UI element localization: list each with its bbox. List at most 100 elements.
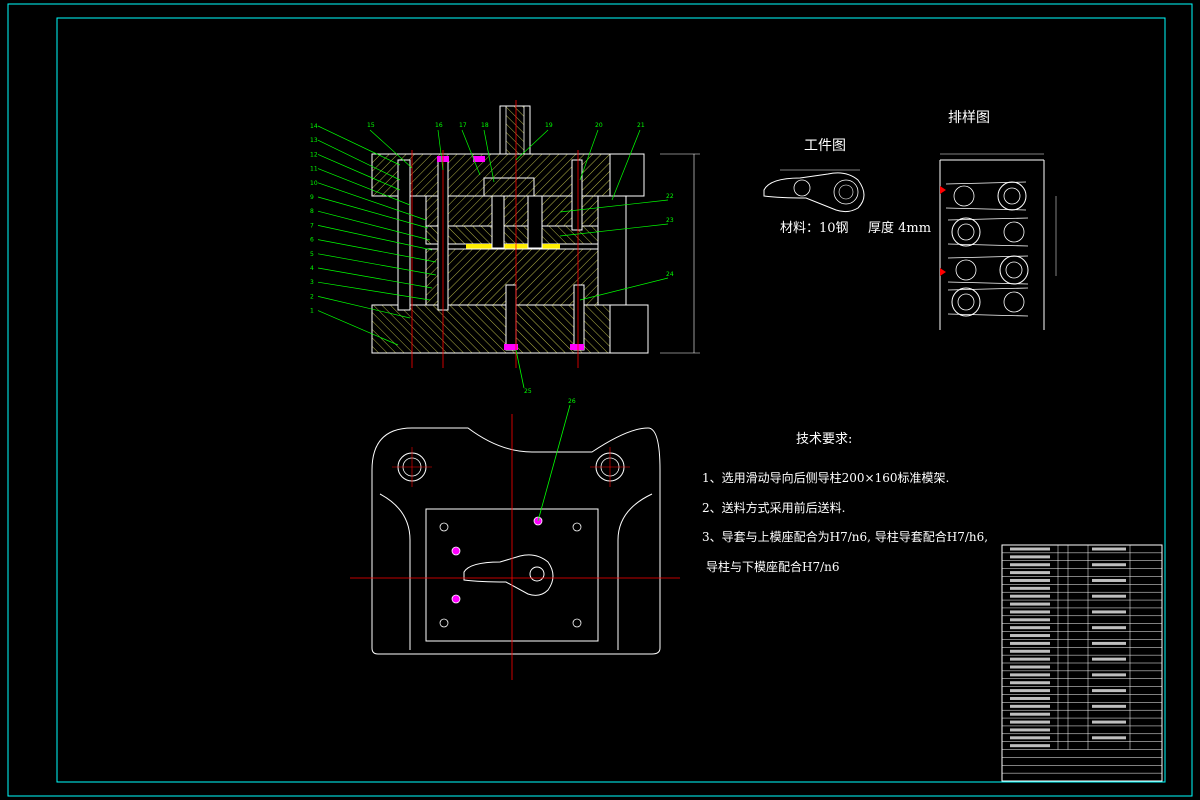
strip-part-0-hole-a — [997, 181, 1027, 211]
leader-left-5 — [317, 253, 437, 276]
bom-cell-text — [1092, 673, 1126, 677]
punch-head — [483, 177, 535, 197]
screw-hole-3 — [439, 618, 449, 628]
balloon-top-16: 16 — [435, 122, 443, 129]
punch-right — [527, 195, 543, 249]
bolt-head-3 — [504, 344, 518, 350]
bom-cell-text — [1010, 665, 1050, 669]
bom-cell-text — [1010, 704, 1050, 708]
strip-part-2-hole-a-inner — [1005, 261, 1023, 279]
shank-core — [505, 105, 525, 155]
tech-title: 技术要求: — [796, 432, 852, 447]
die-opening — [463, 554, 554, 596]
bom-cell-text — [1010, 681, 1050, 685]
tech-req-3: 3、导套与上模座配合为H7/n6, 导柱导套配合H7/h6, — [702, 529, 988, 544]
inner-frame — [56, 17, 1166, 783]
bom-cell-text — [1010, 720, 1050, 724]
bom-cell-text — [1092, 594, 1126, 598]
bom-cell-text — [1010, 712, 1050, 716]
leader-top-18 — [483, 129, 495, 183]
leader-top-15 — [369, 129, 413, 169]
seat-inner-contour — [379, 493, 653, 650]
balloon-left-13: 13 — [310, 137, 318, 144]
bom-cell-text — [1092, 547, 1126, 551]
leader-group-right: 22 23 24 — [559, 193, 674, 301]
lower-seat-step — [609, 304, 649, 354]
balloon-left-12: 12 — [310, 151, 318, 158]
bolt-head-4 — [570, 344, 584, 350]
workpiece-large-hole — [833, 179, 859, 205]
leader-plan — [537, 404, 571, 522]
leader-left-7 — [317, 225, 433, 251]
bom-rows — [1002, 545, 1162, 774]
tech-req-3b: 导柱与下模座配合H7/n6 — [706, 559, 840, 574]
bom-cell-text — [1010, 563, 1050, 567]
screw-right-upper — [571, 159, 583, 231]
strip-part-2-hole-a — [999, 255, 1029, 285]
balloon-left-8: 8 — [310, 208, 314, 215]
strip-part-2-hole-b — [955, 259, 977, 281]
bom-cell-text — [1010, 696, 1050, 700]
balloon-left-14: 14 — [310, 123, 318, 130]
balloon-top-17: 17 — [459, 122, 467, 129]
bom-cell-text — [1010, 618, 1050, 622]
leader-top-16 — [437, 129, 444, 171]
balloon-left-2: 2 — [310, 293, 314, 300]
strip-part-0-body — [945, 181, 1027, 211]
bom-cell-text — [1092, 626, 1126, 630]
strip-part-3-hole-a-inner — [957, 293, 975, 311]
section-view — [371, 100, 700, 368]
leader-left-10 — [317, 182, 427, 221]
leader-top-19 — [515, 129, 549, 161]
balloon-right-24: 24 — [666, 271, 674, 278]
layout-title: 排样图 — [948, 110, 990, 126]
balloon-right-22: 22 — [666, 193, 674, 200]
workpiece-small-hole — [793, 179, 811, 197]
screw-hole-4 — [572, 618, 582, 628]
bom-cell-text — [1010, 571, 1050, 575]
strip-part-3-hole-a — [951, 287, 981, 317]
tech-requirements: 技术要求: 1、选用滑动导向后侧导柱200×160标准模架. 2、送料方式采用前… — [702, 432, 988, 574]
bom-cell-text — [1092, 578, 1126, 582]
leader-left-8 — [317, 210, 431, 241]
balloon-top-20: 20 — [595, 122, 603, 129]
screw-bottom-right — [573, 284, 585, 351]
leader-right-23 — [559, 223, 669, 237]
balloon-left-3: 3 — [310, 279, 314, 286]
strip-marker-1 — [940, 186, 946, 194]
strip-part-0-hole-b — [953, 185, 975, 207]
balloon-left-6: 6 — [310, 237, 314, 244]
strip-parts — [940, 181, 1029, 317]
leader-bottom — [515, 349, 525, 389]
balloon-plan: 26 — [568, 398, 576, 405]
bom-cell-text — [1092, 689, 1126, 693]
leader-left-12 — [317, 154, 401, 191]
bom-cell-text — [1010, 547, 1050, 551]
strip-part-3-hole-b — [1003, 291, 1025, 313]
strip-part-1-body — [947, 217, 1029, 247]
workpiece-drawing: 工件图 材料：10钢 厚度 4mm — [763, 138, 931, 236]
balloon-right-23: 23 — [666, 217, 674, 224]
bom-cell-text — [1092, 736, 1126, 740]
workpiece-large-hole-inner — [838, 184, 854, 200]
balloon-left-10: 10 — [310, 180, 318, 187]
strip-material — [466, 244, 560, 249]
dowel-hole-2 — [451, 546, 461, 556]
bom-cell-text — [1092, 657, 1126, 661]
punch-left — [491, 195, 505, 249]
bom-cell-text — [1010, 657, 1050, 661]
upper-seat-step — [609, 153, 645, 197]
bom-cell-text — [1010, 555, 1050, 559]
balloon-top-15: 15 — [367, 122, 375, 129]
plan-view: 26 — [350, 398, 680, 680]
strip-marker-2 — [940, 268, 946, 276]
leader-left-3 — [317, 281, 431, 301]
bom-cell-text — [1010, 689, 1050, 693]
strip-part-0-hole-a-inner — [1003, 187, 1021, 205]
bom-cell-text — [1010, 586, 1050, 590]
tech-req-2: 2、送料方式采用前后送料. — [702, 500, 845, 515]
lower-seat-outline — [371, 427, 661, 655]
